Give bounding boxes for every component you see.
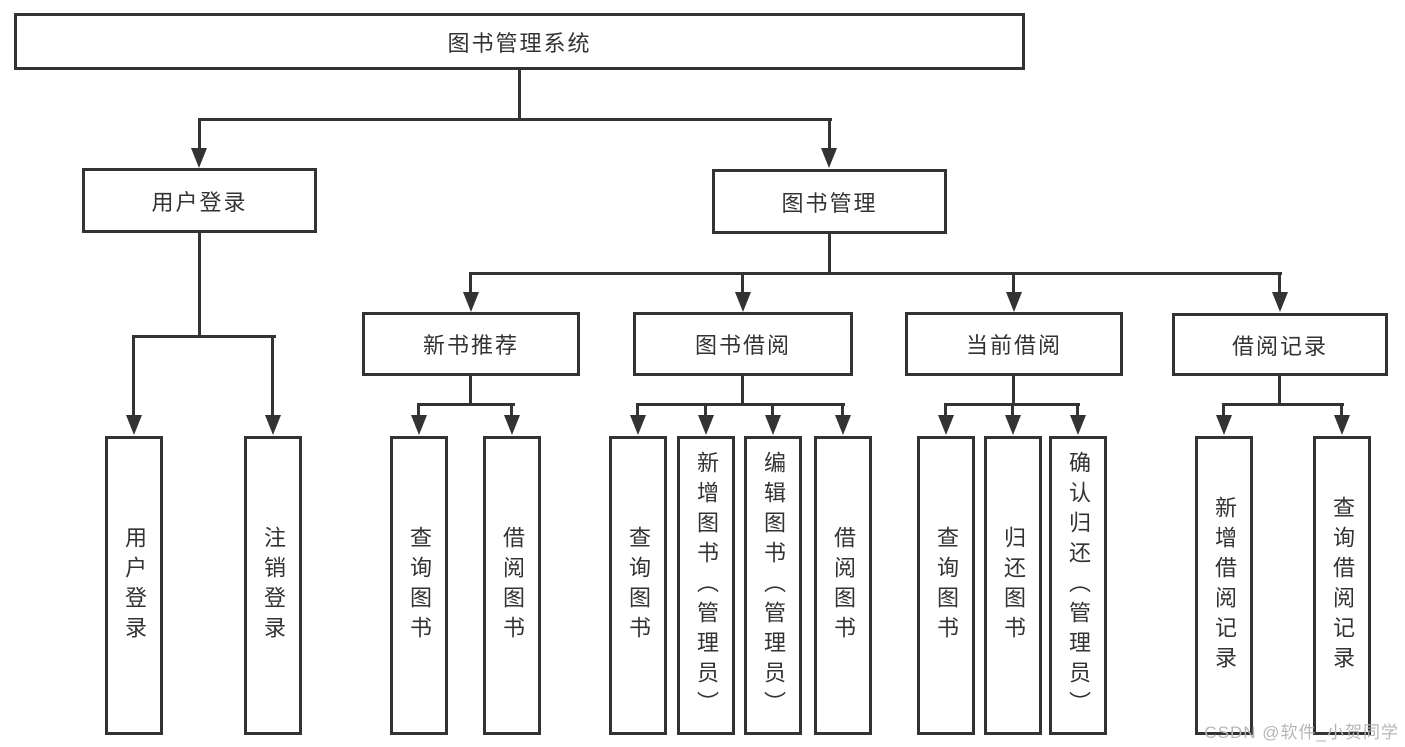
connector-line [1011,403,1014,417]
arrow-down-icon [698,415,714,435]
arrow-down-icon [765,415,781,435]
arrow-down-icon [735,292,751,312]
leaf-add-books-admin: 新增图书（管理员） [677,436,735,735]
arrow-down-icon [191,148,207,168]
connector-line [510,403,513,417]
connector-line [469,376,472,405]
arrow-down-icon [411,415,427,435]
leaf-query-books-2: 查询图书 [609,436,667,735]
connector-line [417,403,420,417]
connector-line [1278,272,1281,294]
connector-line [1076,403,1079,417]
node-book-management: 图书管理 [712,169,947,234]
connector-line [636,403,639,417]
connector-line [741,376,744,405]
connector-line [944,403,947,417]
arrow-down-icon [1334,415,1350,435]
arrow-down-icon [938,415,954,435]
node-user-login: 用户登录 [82,168,317,233]
connector-line [469,272,472,294]
connector-line [198,118,201,150]
connector-line [199,118,832,121]
leaf-confirm-return-admin: 确认归还（管理员） [1049,436,1107,735]
node-library-system: 图书管理系统 [14,13,1025,70]
arrow-down-icon [630,415,646,435]
connector-line [417,403,515,406]
arrow-down-icon [1005,415,1021,435]
arrow-down-icon [821,148,837,168]
node-current-borrowing: 当前借阅 [905,312,1123,376]
connector-line [1278,376,1281,405]
leaf-query-borrow-record: 查询借阅记录 [1313,436,1371,735]
watermark: CSDN @软件_小贺同学 [1204,723,1399,742]
arrow-down-icon [463,292,479,312]
leaf-logout: 注销登录 [244,436,302,735]
leaf-borrow-books-1: 借阅图书 [483,436,541,735]
connector-line [704,403,707,417]
arrow-down-icon [1216,415,1232,435]
arrow-down-icon [126,415,142,435]
arrow-down-icon [1006,292,1022,312]
connector-line [828,234,831,275]
leaf-borrow-books-2: 借阅图书 [814,436,872,735]
leaf-return-books: 归还图书 [984,436,1042,735]
connector-line [771,403,774,417]
leaf-add-borrow-record: 新增借阅记录 [1195,436,1253,735]
leaf-query-books-1: 查询图书 [390,436,448,735]
connector-line [271,335,274,417]
node-book-borrowing: 图书借阅 [633,312,853,376]
leaf-edit-books-admin: 编辑图书（管理员） [744,436,802,735]
leaf-query-books-3: 查询图书 [917,436,975,735]
connector-line [1012,376,1015,405]
connector-line [841,403,844,417]
connector-line [636,403,845,406]
connector-line [1012,272,1015,294]
arrow-down-icon [265,415,281,435]
node-new-book-recommend: 新书推荐 [362,312,580,376]
arrow-down-icon [1070,415,1086,435]
connector-line [741,272,744,294]
arrow-down-icon [1272,292,1288,312]
connector-line [518,70,521,121]
arrow-down-icon [504,415,520,435]
leaf-user-login: 用户登录 [105,436,163,735]
connector-line [469,272,1282,275]
connector-line [1222,403,1344,406]
connector-line [132,335,276,338]
connector-line [198,233,201,337]
node-borrowing-records: 借阅记录 [1172,313,1388,376]
connector-line [828,118,831,150]
arrow-down-icon [835,415,851,435]
connector-line [132,335,135,417]
connector-line [1340,403,1343,417]
connector-line [1222,403,1225,417]
